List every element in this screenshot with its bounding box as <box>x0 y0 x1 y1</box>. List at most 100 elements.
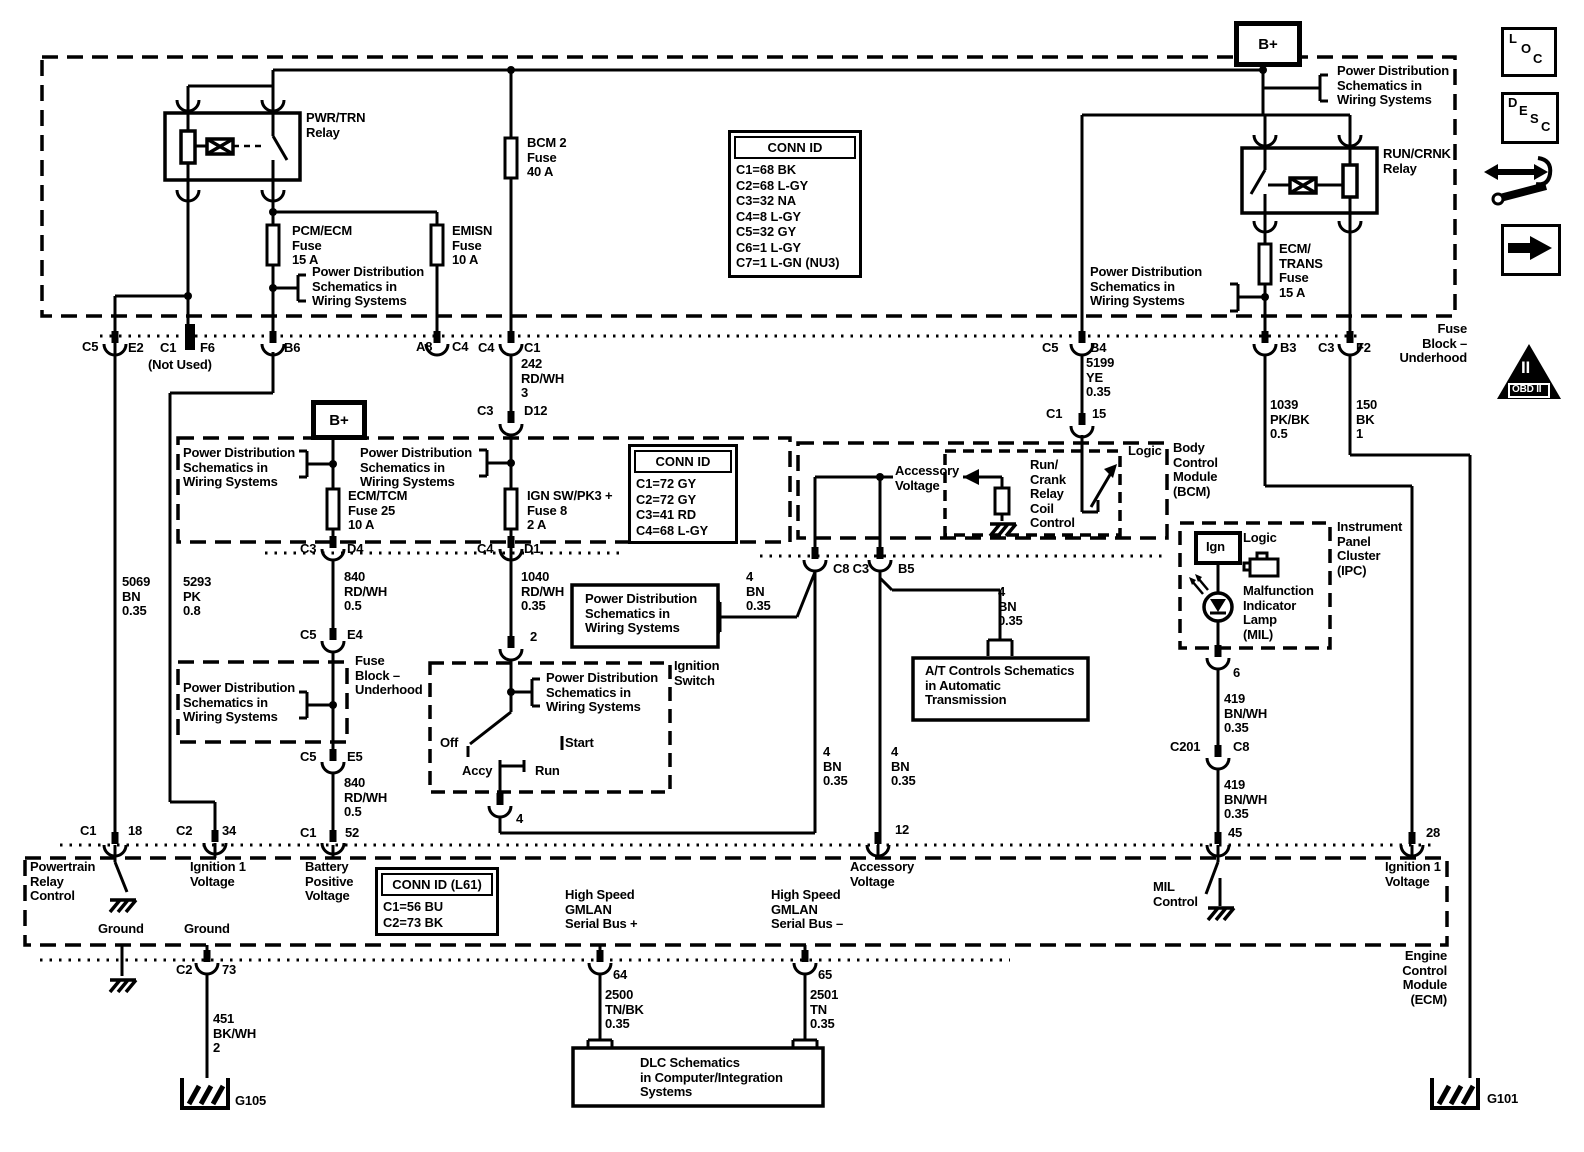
pcm-ecm-fuse-label: PCM/ECM Fuse 15 A <box>292 223 352 268</box>
pin-label: 28 <box>1426 825 1441 840</box>
relay-boxes <box>163 111 1379 215</box>
pin-label: C1 <box>300 825 317 840</box>
wire-label: 150 BK 1 <box>1356 397 1378 442</box>
run-crnk-relay-box <box>1240 146 1379 215</box>
g101-ground-icon <box>1432 1078 1478 1108</box>
desc-letter: S <box>1530 111 1539 126</box>
conn-id-row: C1=68 BK <box>736 162 797 177</box>
pin-label: C3 <box>1318 340 1335 355</box>
pin-label: 73 <box>222 962 237 977</box>
not-used-label: (Not Used) <box>148 357 212 372</box>
bcm-label: Body Control Module (BCM) <box>1173 440 1218 499</box>
chassis-ground-icon <box>1206 906 1236 922</box>
gmlan-minus-label: High Speed GMLAN Serial Bus – <box>771 887 844 932</box>
ign-position-run: Run <box>535 763 560 778</box>
conn-id-row: C4=8 L-GY <box>736 208 802 224</box>
pin-label: C3 <box>300 541 317 556</box>
pin-label: C4 <box>477 541 494 556</box>
ipc-label: Instrument Panel Cluster (IPC) <box>1337 519 1403 578</box>
pds-note: Power Distribution Schematics in Wiring … <box>1090 264 1202 309</box>
pin-label: B4 <box>1090 340 1107 355</box>
pin-label: 15 <box>1092 406 1107 421</box>
wire-label: 2500 TN/BK 0.35 <box>605 987 644 1032</box>
ignition1-voltage-label: Ignition 1 Voltage <box>190 859 246 889</box>
conn-id-row: C5=32 GY <box>736 224 797 239</box>
g105-ground-icon <box>182 1078 228 1108</box>
chassis-ground-icon <box>108 898 138 914</box>
loc-letter: O <box>1521 41 1532 56</box>
conn-id-row: C2=68 L-GY <box>736 177 809 193</box>
conn-id-table-2: CONN ID C1=72 GY C2=72 GY C3=41 RD C4=68… <box>628 444 738 544</box>
pin-label: C2 <box>176 962 193 977</box>
ign-position-start: Start <box>565 735 594 750</box>
run-crnk-relay-label: RUN/CRNK Relay <box>1383 146 1451 176</box>
junction-dots <box>184 66 1269 709</box>
pin-label: E4 <box>347 627 363 642</box>
pin-label: E2 <box>128 340 144 355</box>
ground-label: Ground <box>184 921 230 936</box>
conn-id-title: CONN ID <box>634 450 732 473</box>
pin-label: D4 <box>347 541 364 556</box>
pin-label: 52 <box>345 825 360 840</box>
pds-note: Power Distribution Schematics in Wiring … <box>360 445 472 490</box>
wire-label: 4 BN 0.35 <box>746 569 771 614</box>
reference-boxes <box>570 531 1242 1108</box>
wrench-icon <box>1498 182 1548 202</box>
conn-id-row: C3=41 RD <box>636 507 697 522</box>
pin-label: 64 <box>613 967 628 982</box>
loc-letter: C <box>1533 51 1543 66</box>
desc-letter: D <box>1508 95 1518 110</box>
desc-letter: C <box>1541 119 1551 134</box>
fuse-symbols <box>265 136 1273 531</box>
fuse-block-underhood-label: Fuse Block – Underhood <box>355 653 423 698</box>
pds-note: Power Distribution Schematics in Wiring … <box>585 591 697 636</box>
pin-label: D1 <box>524 541 541 556</box>
conn-id-title: CONN ID <box>734 136 856 159</box>
pwr-trn-relay-label: PWR/TRN Relay <box>306 110 366 140</box>
wire-label: 451 BK/WH 2 <box>213 1011 257 1056</box>
chassis-ground-icon <box>108 978 138 994</box>
conn-id-row: C2=72 GY <box>636 491 697 507</box>
obd-ii-triangle-icon <box>1497 344 1561 399</box>
pin-label: C5 <box>82 339 99 354</box>
ign-position-accy: Accy <box>462 763 493 778</box>
conn-id-row: C7=1 L-GN (NU3) <box>736 255 840 270</box>
battery-positive-voltage-label: Battery Positive Voltage <box>305 859 354 904</box>
ignition1-voltage-label: Ignition 1 Voltage <box>1385 859 1441 889</box>
wire-label: 4 BN 0.35 <box>891 744 916 789</box>
ign-sw-fuse-label: IGN SW/PK3 + Fuse 8 2 A <box>527 488 613 533</box>
pin-label: C1 <box>160 340 177 355</box>
accessory-voltage-label: Accessory Voltage <box>895 463 959 493</box>
wire-label: 2501 TN 0.35 <box>810 987 839 1032</box>
module-outlines <box>23 55 1457 947</box>
wire-label: 5199 YE 0.35 <box>1086 355 1115 400</box>
mil-control-label: MIL Control <box>1153 879 1198 909</box>
b-plus-label: B+ <box>329 411 349 429</box>
pin-label: 18 <box>128 823 143 838</box>
mil-lamp-icon <box>1189 574 1234 623</box>
wire-label: 242 RD/WH 3 <box>521 356 565 401</box>
b-plus-box: B+ <box>1234 21 1302 67</box>
pwr-trn-relay-box <box>163 111 302 182</box>
forward-arrow-box <box>1501 224 1561 276</box>
pin-label: F6 <box>200 340 215 355</box>
accessory-voltage-label: Accessory Voltage <box>850 859 914 889</box>
fuse-block-underhood-top-box <box>40 55 1457 318</box>
emisn-fuse-icon <box>429 223 445 267</box>
conn-id-title: CONN ID (L61) <box>381 873 493 896</box>
pin-label: C4 <box>452 339 469 354</box>
pin-label: D12 <box>524 403 548 418</box>
ign-position-off: Off <box>440 735 459 750</box>
ecm-tcm-fuse-icon <box>325 487 341 531</box>
pds-reference-box <box>570 583 720 649</box>
ignition-switch-label: Ignition Switch <box>674 658 720 688</box>
pds-note: Power Distribution Schematics in Wiring … <box>183 445 295 490</box>
obd-label: OBD II <box>1512 384 1542 395</box>
relay-coil-icon <box>1341 163 1359 199</box>
wire-label: 419 BN/WH 0.35 <box>1224 777 1268 822</box>
pin-label: C1 <box>80 823 97 838</box>
pds-note: Power Distribution Schematics in Wiring … <box>183 680 295 725</box>
pds-note: Power Distribution Schematics in Wiring … <box>546 670 658 715</box>
conn-id-row: C1=72 GY <box>636 476 697 491</box>
